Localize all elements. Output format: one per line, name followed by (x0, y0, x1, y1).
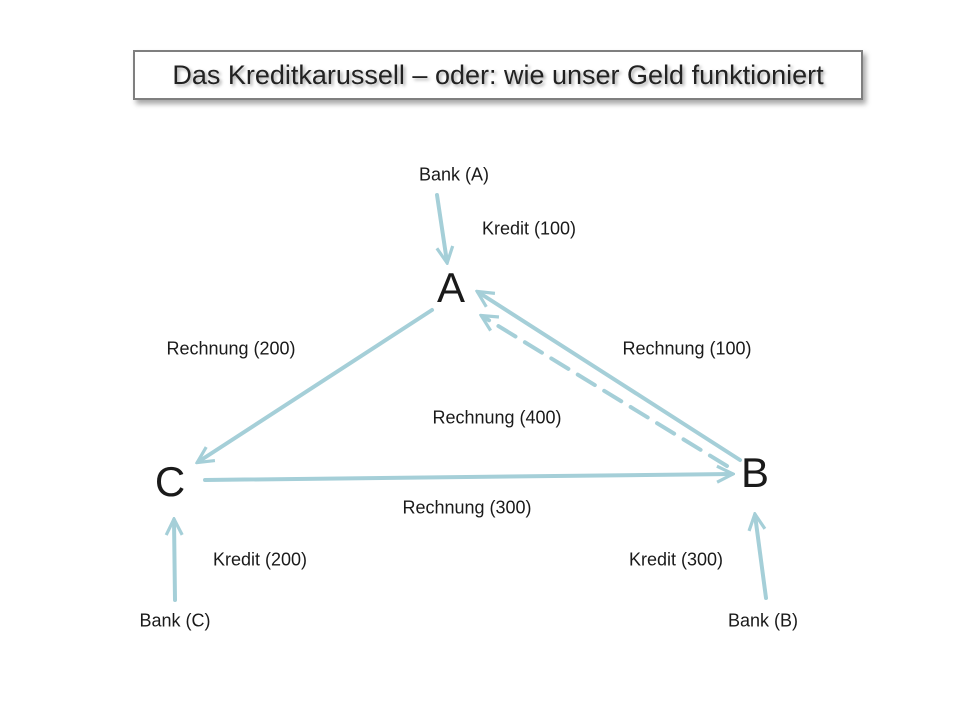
bank-c-label: Bank (C) (139, 610, 211, 631)
arrow-b-to-a (478, 292, 742, 462)
invoice-a-to-c-label: Rechnung (200) (166, 338, 296, 359)
bank-a-label: Bank (A) (418, 164, 490, 185)
invoice-b-to-a-dashed-label: Rechnung (400) (432, 407, 562, 428)
credit-a-label: Kredit (100) (481, 218, 577, 239)
diagram-title: Das Kreditkarussell – oder: wie unser Ge… (172, 59, 824, 90)
node-a: A (436, 264, 466, 311)
arrow-bank-a-to-a (435, 193, 447, 262)
node-c: C (154, 458, 186, 505)
node-b: B (740, 449, 770, 496)
arrow-b-to-a-dashed (482, 316, 729, 468)
credit-c-label: Kredit (200) (212, 549, 308, 570)
credit-b-label: Kredit (300) (628, 549, 724, 570)
arrow-bank-c-to-c (174, 520, 175, 602)
arrow-c-to-b (203, 474, 732, 480)
arrow-bank-b-to-b (755, 515, 768, 600)
title-box: Das Kreditkarussell – oder: wie unser Ge… (133, 50, 863, 100)
arrow-a-to-c (198, 308, 434, 462)
invoice-b-to-a-label: Rechnung (100) (622, 338, 752, 359)
invoice-c-to-b-label: Rechnung (300) (402, 497, 532, 518)
bank-b-label: Bank (B) (727, 610, 799, 631)
